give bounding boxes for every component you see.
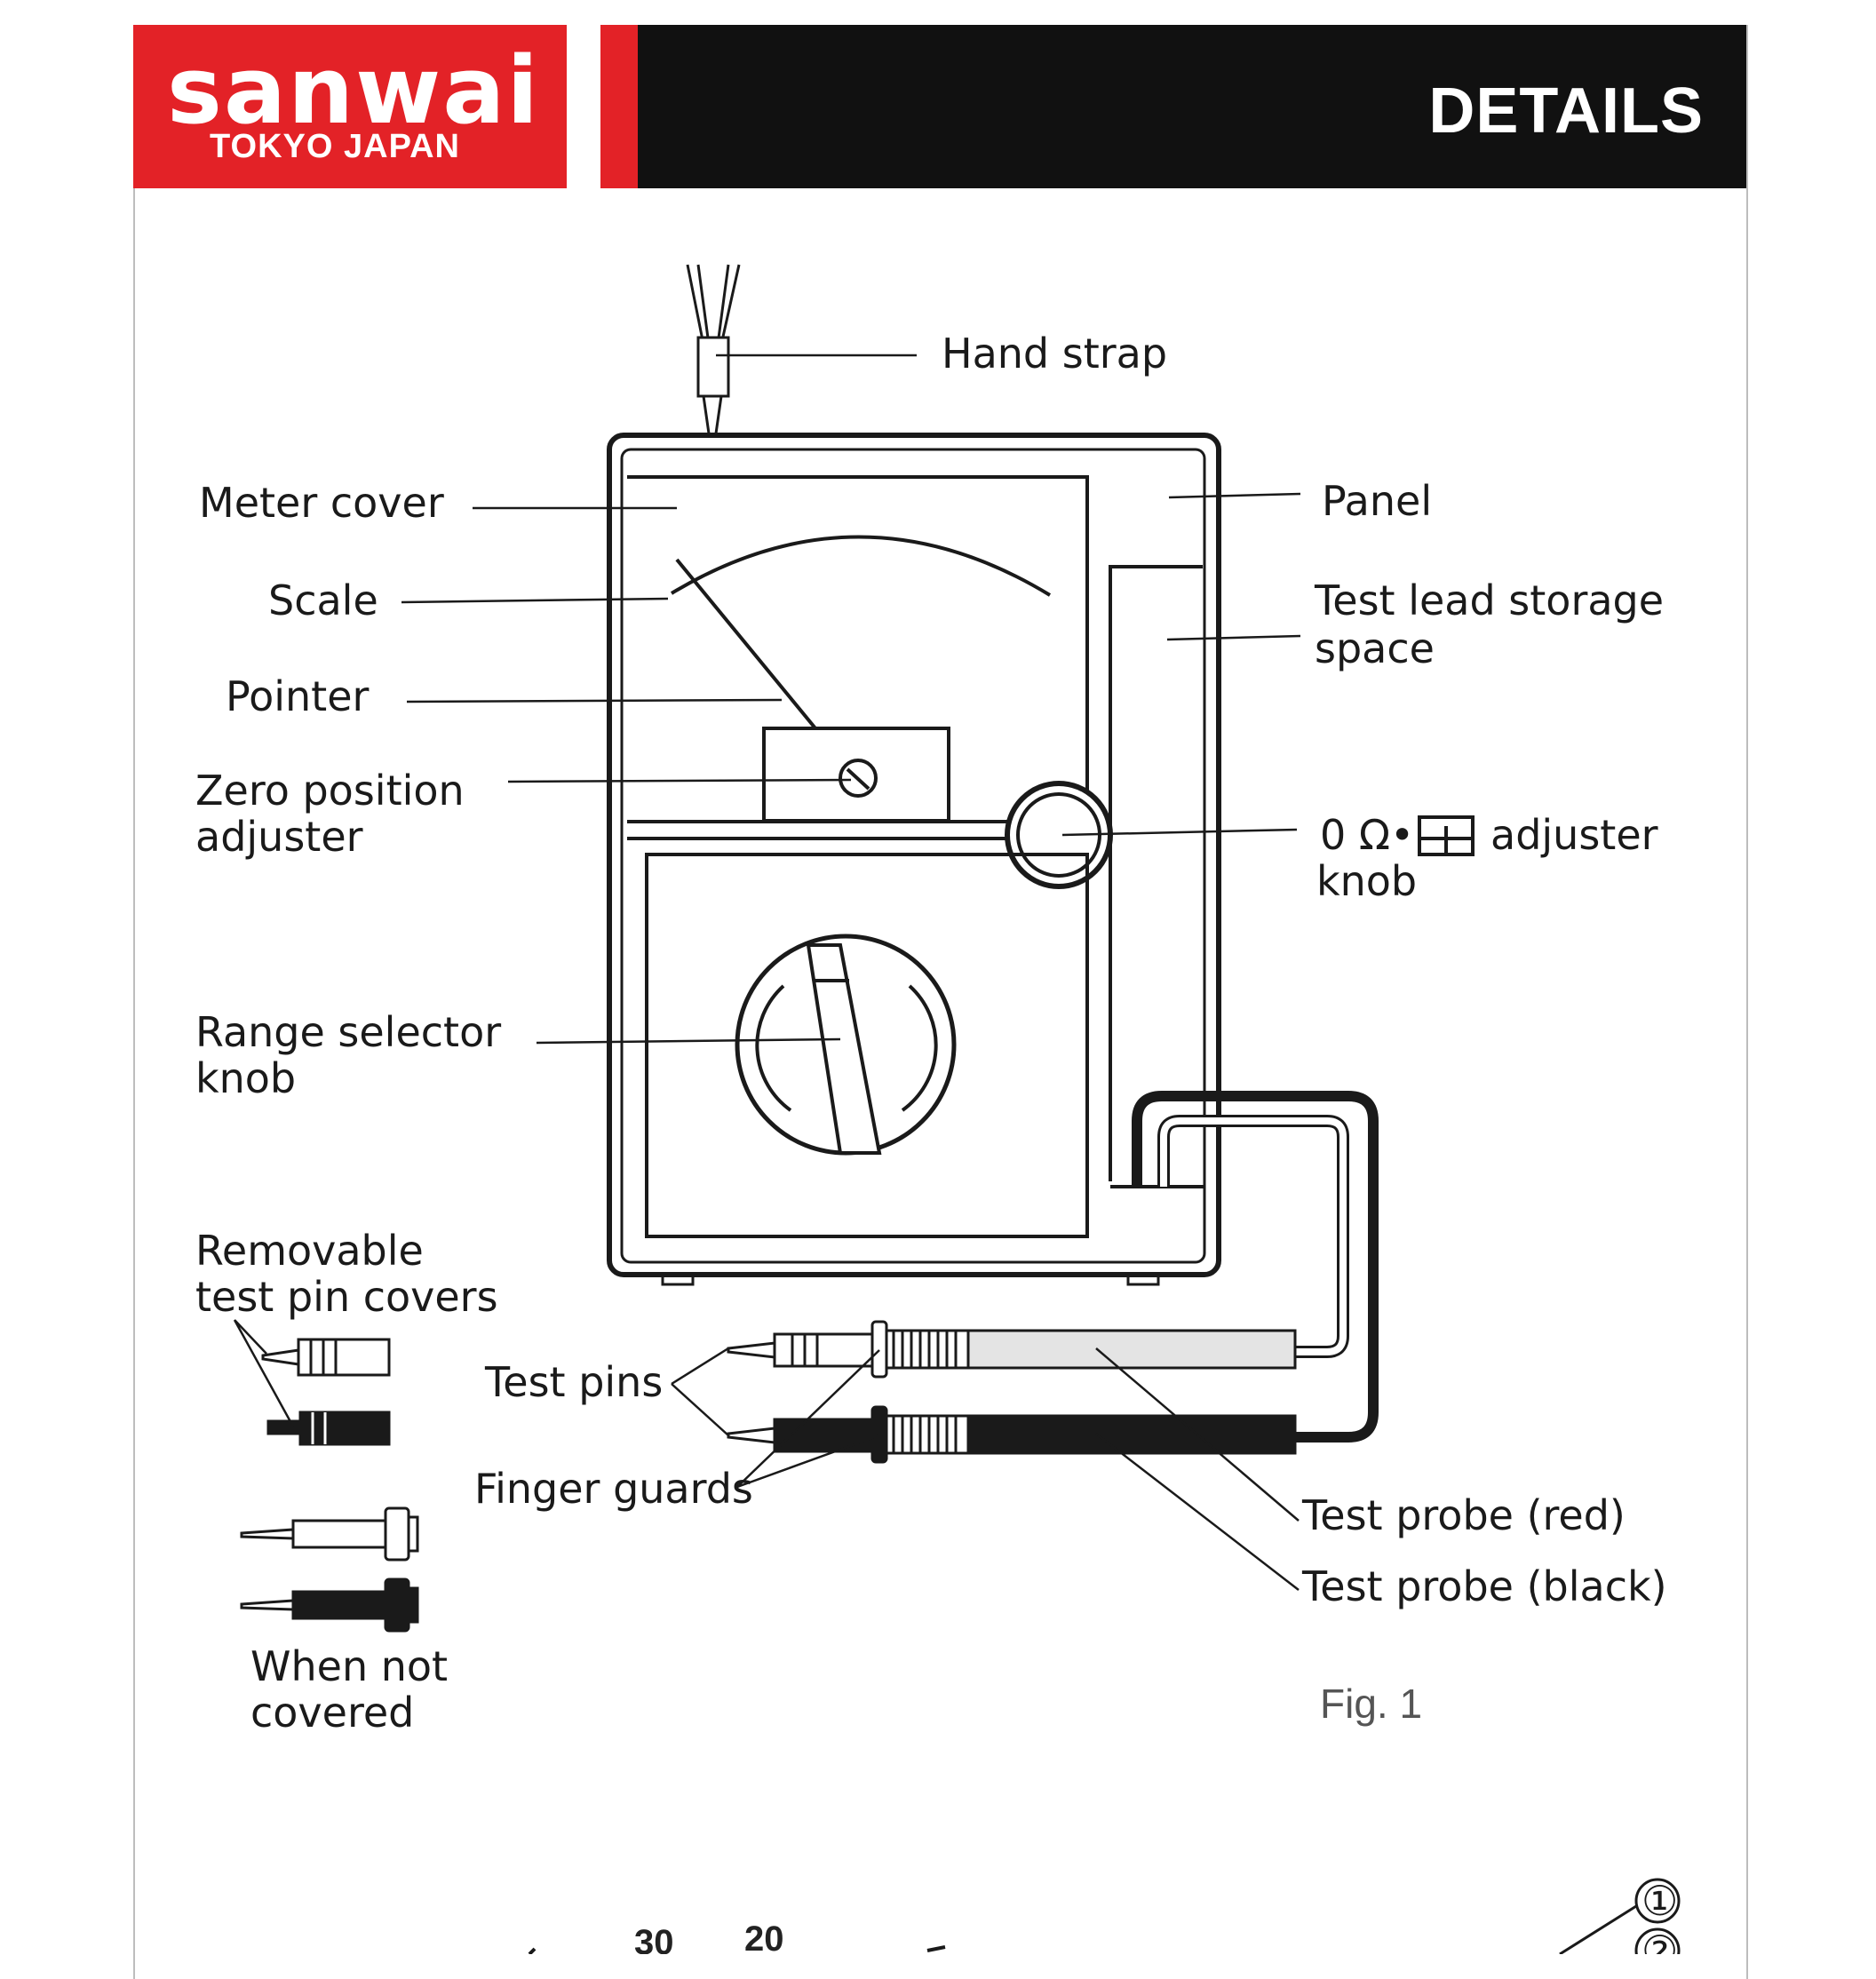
label-range-selector-2: knob: [195, 1054, 296, 1102]
test-pin-covers-illustration: [261, 1338, 391, 1446]
label-storage-2: space: [1315, 624, 1435, 672]
title-panel: DETAILS: [638, 25, 1746, 188]
figure-caption: Fig. 1: [1320, 1681, 1422, 1727]
next-figure-preview: 30 20 ① ②: [528, 1877, 1681, 1954]
label-test-pins: Test pins: [484, 1358, 663, 1406]
label-probe-red: Test probe (red): [1301, 1491, 1626, 1539]
page-header: sanwai TOKYO JAPAN DETAILS: [133, 25, 1746, 188]
uncovered-pins-illustration: [240, 1506, 419, 1633]
label-scale: Scale: [268, 576, 378, 624]
header-red-stripe: [600, 25, 638, 188]
label-ohm-adjuster-prefix: 0 Ω•: [1320, 811, 1414, 859]
leader-lines: [233, 354, 1301, 1591]
label-not-covered-1: When not: [250, 1642, 448, 1690]
label-pin-covers-1: Removable: [195, 1227, 424, 1275]
callout-1: ①: [1642, 1877, 1678, 1925]
scale-number-30: 30: [634, 1923, 674, 1954]
label-finger-guards: Finger guards: [474, 1465, 753, 1513]
callout-2: ②: [1642, 1927, 1678, 1954]
label-ohm-adjuster-2: knob: [1316, 857, 1417, 905]
header-divider-stripe: [568, 25, 600, 188]
probe-black-illustration: [727, 1405, 1297, 1464]
label-not-covered-2: covered: [250, 1689, 414, 1737]
label-storage-1: Test lead storage: [1314, 576, 1664, 624]
label-zero-position-1: Zero position: [195, 767, 465, 815]
label-zero-position-2: adjuster: [195, 813, 363, 861]
page-title: DETAILS: [1428, 76, 1704, 147]
label-probe-black: Test probe (black): [1301, 1562, 1667, 1610]
scale-number-20: 20: [744, 1919, 784, 1954]
test-leads: [1132, 1091, 1379, 1443]
label-pin-covers-2: test pin covers: [195, 1273, 498, 1321]
label-pointer: Pointer: [226, 672, 370, 720]
label-panel: Panel: [1322, 477, 1432, 525]
brand-subtitle: TOKYO JAPAN: [210, 128, 460, 165]
label-range-selector-1: Range selector: [195, 1008, 501, 1056]
brand-logo: sanwai: [167, 36, 541, 145]
hand-strap-illustration: [686, 264, 741, 434]
label-hand-strap: Hand strap: [942, 330, 1167, 378]
battery-check-icon: [1418, 815, 1475, 856]
label-ohm-adjuster-suffix: adjuster: [1490, 811, 1658, 859]
label-meter-cover: Meter cover: [199, 479, 444, 527]
probe-red-illustration: [727, 1320, 1297, 1379]
brand-panel: sanwai TOKYO JAPAN: [133, 25, 567, 188]
meter-body: [607, 433, 1221, 1286]
